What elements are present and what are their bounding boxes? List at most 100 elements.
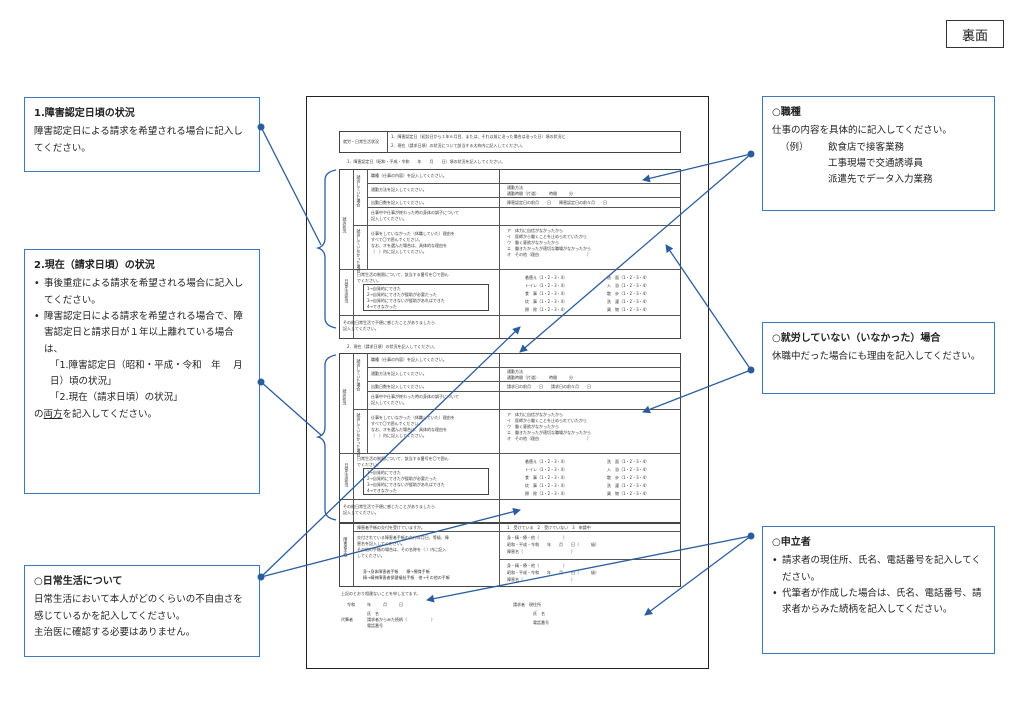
level-item: 3→自発的にできないが援助があればできた [367,482,445,487]
activity-item: 散 歩（1・2・3・4） [607,475,650,480]
bullet-item: 事後重症による請求を希望される場合に記入してください。 [34,276,250,309]
form-question: 職種（仕事の内容）を記入してください。 [371,357,447,362]
form-page: 就労・日常生活状況 1．障害認定日（初診日から１年６月目、または、それ以前に治っ… [306,96,709,669]
form-question: 仕事をしていなかった（休職していた）理由を [371,415,455,420]
form-question: でください。 [357,278,381,283]
form-question: なお、オを選んだ場合は、具体的な理由を [371,427,447,432]
form-question: （ ）内に記入してください。 [371,249,427,254]
bullet-item: 代筆者が作成した場合は、氏名、電話番号、請求者からみた続柄を記入してください。 [772,586,985,619]
side-label: 就労していなかった場合 [356,413,362,457]
form-header-label: 就労・日常生活状況 [343,139,379,144]
form-header-box [339,131,681,153]
activity-item: 散 歩（1・2・3・4） [607,291,650,296]
section-1-title: 1．障害認定日（昭和・平成・令和 年 月 日）頃の状況を記入してください。 [347,159,506,164]
form-answer: 障害認定日の前月 日 障害認定日の前々月 日 [507,200,607,205]
callout-bullets: 請求者の現住所、氏名、電話番号を記入してください。 代筆者が作成した場合は、氏名… [772,553,985,618]
level-item: 3→自発的にできないが援助があればできた [367,298,445,303]
activity-item: 着替え（1・2・3・4） [525,459,568,464]
form-question: 障害者手帳の交付を受けていますか。 [357,525,425,530]
form-question: 日常生活の制限について、該当する番号を〇で囲ん [357,456,449,461]
form-question: すべて〇で囲んでください。 [371,237,423,242]
level-item: 1→自発的にできた [367,286,401,291]
callout-moushitate: ○申立者 請求者の現住所、氏名、電話番号を記入してください。 代筆者が作成した場… [762,526,995,654]
form-question: 記入してください。 [371,400,407,405]
side-label: 日常生活状況 [344,463,350,487]
quote-shogai: 「1.障害認定日（昭和・平成・令和 年 月 日）頃の状況」 [50,359,256,388]
techo-type: 昭和・平成・令和 年 月 日（ 級） [507,570,599,575]
form-question: 日常生活の制限について、該当する番号を〇で囲ん [357,272,449,277]
callout-title: 2.現在（請求日頃）の状況 [34,260,155,271]
activity-item: 洗 濯（1・2・3・4） [607,299,650,304]
quote-genzai: 「2.現在（請求日頃）の状況」 [50,392,183,404]
callout-genzai: 2.現在（請求日頃）の状況 事後重症による請求を希望される場合に記入してください… [24,249,260,494]
form-footer-address: 請求者 現住所 [513,602,541,607]
activity-item: 着替え（1・2・3・4） [525,275,568,280]
form-question: 害名を記入してください。 [357,541,405,546]
activity-item: 炊 事（1・2・3・4） [525,299,568,304]
activity-item: 食 事（1・2・3・4） [525,475,568,480]
side-label: 就労状況 [342,217,348,233]
reason-item: ア 体力に自信がなかったから [507,228,563,233]
connector-dot [747,366,755,374]
example-list: 飲食店で接客業務 工事現場で交通誘導員 派遣先でデータ入力業務 [828,140,933,189]
side-label: 就労していた場合 [356,359,362,391]
example-key: （例） [780,141,809,153]
bullet-item: 請求者の現住所、氏名、電話番号を記入してください。 [772,553,985,586]
form-question: 通勤方法を記入してください。 [371,371,427,376]
form-question: 記入してください。 [343,326,379,331]
callout-title: 1.障害認定日頃の状況 [34,108,135,119]
level-item: 2→自発的にできたが援助が必要だった [367,292,437,297]
example-item: 飲食店で接客業務 [828,141,905,153]
form-footer: 上記のとおり相違ないことを申し立てます。 [341,591,421,596]
example-row: （例） 飲食店で接客業務 工事現場で交通誘導員 派遣先でデータ入力業務 [772,140,985,189]
techo-type: 身・精・療・他（ ） [507,535,567,540]
callout-nichijo: ○日常生活について 日常生活において本人がどのくらいの不自由さを感じているかを記… [24,565,260,657]
activity-item: 入 浴（1・2・3・4） [607,467,650,472]
form-question: 仕事中や仕事が終わった時の身体の調子について [371,394,459,399]
activity-item: 洗 濯（1・2・3・4） [607,483,650,488]
callout-shuro: ○就労していない（いなかった）場合 休職中だった場合にも理由を記入してください。 [762,322,995,394]
form-question: その他日常生活で不便に感じたことがありましたら [343,504,435,509]
reason-item: オ その他（理由 ） [507,252,591,257]
side-label: 就労状況 [342,389,348,405]
callout-shogai-ninteibi: 1.障害認定日頃の状況 障害認定日による請求を希望される場合に記入してください。 [24,97,260,172]
activity-item: 買 物（1・2・3・4） [607,491,650,496]
form-question: 通勤方法を記入してください。 [371,187,427,192]
callout-body-note: 主治医に確認する必要はありません。 [34,626,196,638]
level-item: 2→自発的にできたが援助が必要だった [367,476,437,481]
form-question: 出勤日数を記入してください。 [371,200,427,205]
form-answer: 通勤時間（片道） 時間 分 [507,375,573,380]
form-question: なお、オを選んだ場合は、具体的な理由を [371,243,447,248]
side-label: 日常生活状況 [344,279,350,303]
connector-dot [747,532,755,540]
form-question: 記入してください。 [343,510,379,515]
reason-item: イ 医師から働くことを止められていたから [507,418,587,423]
callout-bullets: 事後重症による請求を希望される場合に記入してください。 障害認定日による請求を希… [34,276,250,358]
form-question: 職種（仕事の内容）を記入してください。 [371,173,447,178]
reason-item: エ 働きたかったが適切な職場がなかったから [507,430,591,435]
side-label: 就労していた場合 [356,175,362,207]
techo-kinds: 精→精神障害者保健福祉手帳 他→その他の手帳 [363,575,450,580]
activity-item: 入 浴（1・2・3・4） [607,283,650,288]
activity-item: 食 事（1・2・3・4） [525,291,568,296]
form-question: 交付されている障害者手帳の交付年月日、等級、障 [357,535,449,540]
form-answer: 通勤方法 [507,369,523,374]
form-footer-name: 氏 名 [533,611,545,616]
form-question: 仕事をしていなかった（休職していた）理由を [371,231,455,236]
connector-dot [747,150,755,158]
callout-title: ○就労していない（いなかった）場合 [772,333,941,344]
reason-item: ウ 働く意欲がなかったから [507,424,559,429]
example-item: 工事現場で交通誘導員 [828,157,924,169]
activity-item: 掃 除（1・2・3・4） [525,307,568,312]
form-footer-proxy-phone: 電話番号 [367,623,383,628]
form-footer-proxy: 代筆者 [341,617,353,622]
level-legend [363,284,489,311]
form-question: 記入してください。 [371,216,407,221]
form-question: 出勤日数を記入してください。 [371,384,427,389]
reason-item: ア 体力に自信がなかったから [507,412,563,417]
tail-underlined: 両方 [43,408,63,420]
techo-kinds: 身→身体障害者手帳 療→療育手帳 [363,569,430,574]
side-label: 就労していなかった場合 [356,229,362,273]
reason-item: ウ 働く意欲がなかったから [507,240,559,245]
activity-item: トイレ（1・2・3・4） [525,467,568,472]
